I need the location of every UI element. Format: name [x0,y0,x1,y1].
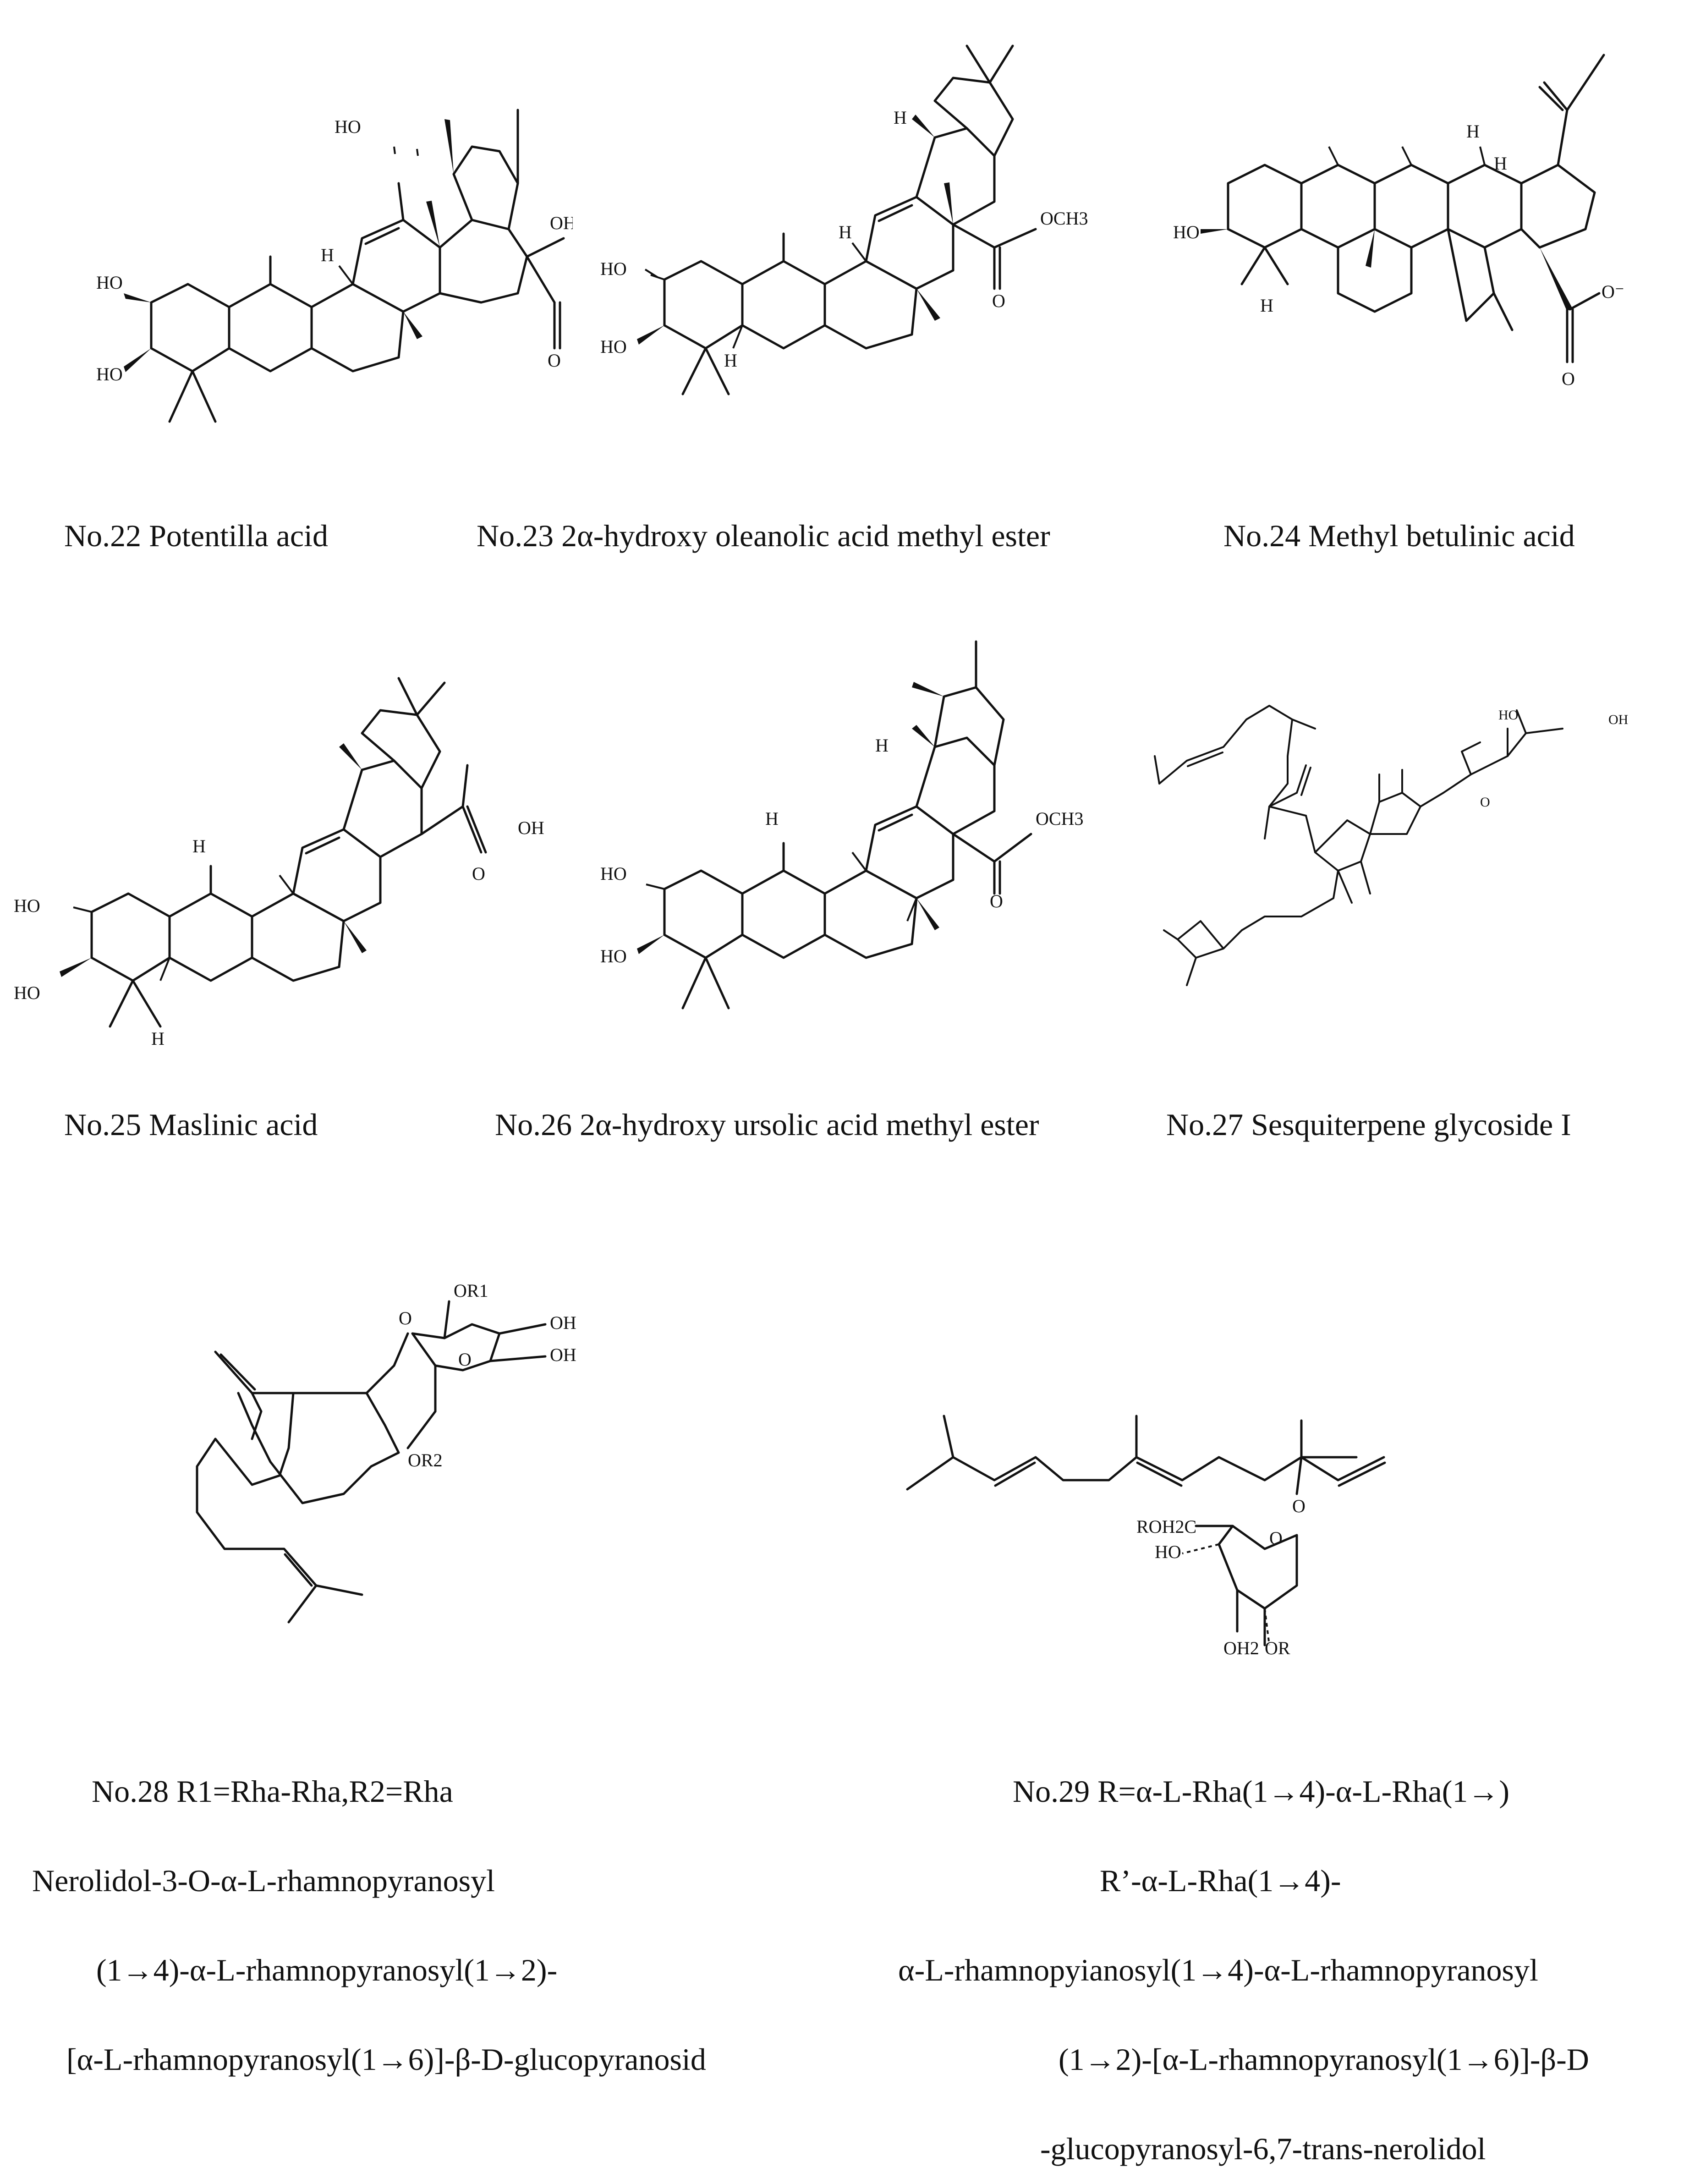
caption-compound-28-line4: [α-L-rhamnopyranosyl(1→6)]-β-D-glucopyra… [66,2042,706,2077]
caption-compound-29-line1: No.29 R=α-L-Rha(1→4)-α-L-Rha(1→) [1013,1774,1510,1809]
svg-text:HO: HO [335,116,361,137]
svg-text:O: O [399,1308,412,1328]
svg-text:O: O [1562,368,1575,389]
caption-compound-27: No.27 Sesquiterpene glycoside I [1166,1107,1571,1142]
caption-compound-22: No.22 Potentilla acid [64,518,329,553]
svg-text:HO: HO [1498,708,1518,723]
svg-text:O: O [1269,1528,1283,1548]
svg-text:OR: OR [1265,1638,1290,1658]
svg-text:H: H [839,222,852,242]
svg-text:ROH2C: ROH2C [1136,1516,1196,1537]
svg-text:O: O [992,291,1005,311]
svg-text:O⁻: O⁻ [1602,281,1624,302]
svg-text:O: O [1480,795,1490,810]
svg-text:OH: OH [550,1312,576,1333]
caption-compound-28-line2: Nerolidol-3-O-α-L-rhamnopyranosyl [32,1863,495,1898]
svg-text:HO: HO [1155,1542,1181,1562]
svg-text:HO: HO [14,982,40,1003]
structure-compound-23: HO HO OCH3 O H H H [591,18,1150,467]
structure-compound-28: OR1 OH OH O O OR2 [170,1274,729,1750]
svg-text:H: H [1494,153,1507,174]
svg-text:OH: OH [550,1344,576,1365]
svg-text:OH: OH [518,818,544,838]
structure-compound-22: HO HO HO OH O H [78,18,573,467]
svg-text:H: H [894,107,907,128]
caption-compound-25: No.25 Maslinic acid [64,1107,318,1142]
caption-compound-24: No.24 Methyl betulinic acid [1223,518,1575,553]
caption-compound-23: No.23 2α-hydroxy oleanolic acid methyl e… [477,518,1050,553]
structure-compound-26: HO HO OCH3 O H H [591,632,1132,1063]
svg-text:OH2: OH2 [1223,1638,1259,1658]
structure-compound-25: HO HO OH O H H [9,655,577,1086]
caption-compound-29-line4: (1→2)-[α-L-rhamnopyranosyl(1→6)]-β-D [1059,2042,1589,2077]
svg-text:HO: HO [600,863,627,884]
svg-text:O: O [548,350,561,371]
svg-text:H: H [1466,121,1480,142]
structure-compound-24: HO H H H O⁻ O [1173,46,1654,495]
caption-compound-29-line2: R’-α-L-Rha(1→4)- [1100,1863,1341,1898]
caption-compound-28-line1: No.28 R1=Rha-Rha,R2=Rha [92,1774,453,1809]
svg-text:HO: HO [600,946,627,966]
structure-compound-29: ROH2C O O HO OH2 OR [898,1352,1530,1755]
caption-compound-29-line5: -glucopyranosyl-6,7-trans-nerolidol [1040,2131,1486,2166]
structure-compound-27: OH HO O [1150,701,1673,1068]
svg-text:O: O [458,1349,472,1370]
svg-text:O: O [472,863,485,884]
caption-compound-29-line3: α-L-rhamnopyianosyl(1→4)-α-L-rhamnopyran… [898,1953,1538,1987]
svg-text:OH: OH [550,213,573,233]
svg-text:H: H [151,1028,165,1049]
svg-text:O: O [1292,1496,1306,1516]
svg-text:OR2: OR2 [408,1450,443,1471]
svg-text:H: H [321,245,334,265]
svg-text:HO: HO [96,364,123,384]
caption-compound-26: No.26 2α-hydroxy ursolic acid methyl est… [495,1107,1039,1142]
svg-text:HO: HO [96,272,123,293]
svg-text:H: H [1260,295,1273,316]
svg-text:H: H [724,350,737,371]
svg-text:H: H [875,735,889,756]
caption-compound-28-line3: (1→4)-α-L-rhamnopyranosyl(1→2)- [96,1953,558,1987]
svg-text:HO: HO [600,258,627,279]
svg-text:HO: HO [14,895,40,916]
svg-text:OCH3: OCH3 [1040,208,1088,229]
svg-text:HO: HO [600,336,627,357]
svg-text:OR1: OR1 [454,1280,488,1301]
svg-text:O: O [990,891,1003,911]
svg-text:OH: OH [1608,712,1628,727]
svg-text:H: H [765,808,779,829]
svg-text:H: H [192,836,206,856]
svg-text:OCH3: OCH3 [1036,808,1083,829]
svg-text:HO: HO [1173,222,1200,242]
